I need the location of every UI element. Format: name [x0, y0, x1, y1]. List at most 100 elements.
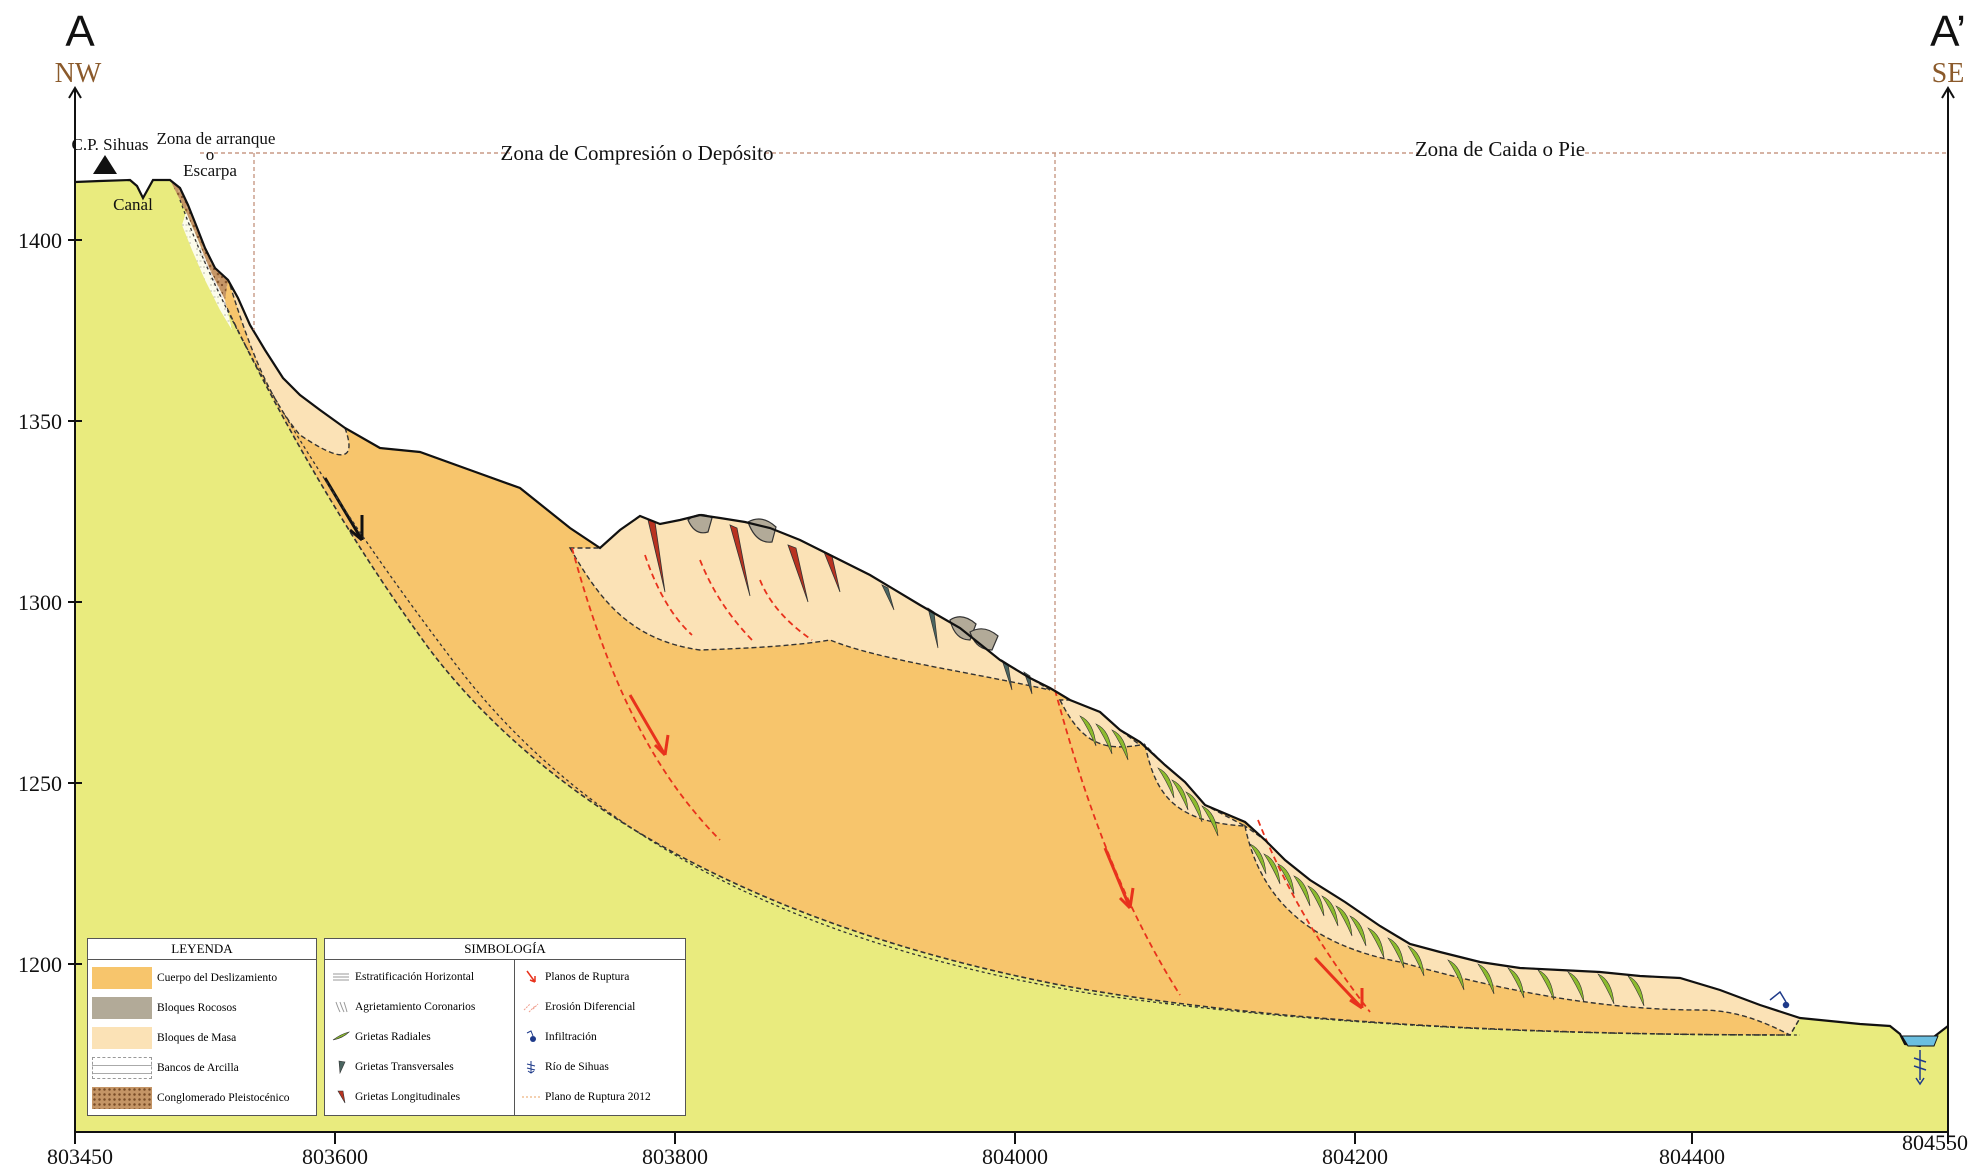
rupture-2012-line — [179, 199, 1801, 1036]
radial-crack-mark — [1079, 715, 1097, 747]
town-label: C.P. Sihuas — [72, 135, 149, 154]
horizontal-strata-icon — [331, 970, 355, 984]
symbology-item-label: Estratificación Horizontal — [355, 971, 475, 983]
legend-item-label: Bloques de Masa — [157, 1032, 237, 1044]
radial-cracks — [1079, 715, 1645, 1007]
symbology-item: Erosión Diferencial — [521, 992, 681, 1022]
symbology-item: Río de Sihuas — [521, 1052, 681, 1082]
symbology-item: Estratificación Horizontal — [331, 962, 510, 992]
radial-crack-mark — [1249, 843, 1267, 875]
radial-crack-mark — [1157, 767, 1175, 799]
ground-surface — [74, 178, 1949, 1048]
symbology-item-label: Agrietamiento Coronarios — [355, 1001, 476, 1013]
x-tick-label: 804550 — [1902, 1130, 1968, 1155]
x-tick-label: 803450 — [47, 1144, 113, 1169]
symbology-item-label: Grietas Transversales — [355, 1061, 454, 1073]
radial-crack-mark — [1447, 959, 1465, 991]
legend-swatch — [92, 967, 152, 989]
mass-block-crest — [568, 514, 1051, 691]
scarp-conglomerate — [170, 180, 228, 300]
direction-se: SE — [1932, 58, 1965, 89]
symbology-item: Infiltración — [521, 1022, 681, 1052]
symbology-item-label: Infiltración — [545, 1031, 597, 1043]
legend-item: Conglomerado Pleistocénico — [92, 1083, 312, 1113]
y-tick-label: 1300 — [18, 590, 62, 615]
legend-swatch — [92, 1057, 152, 1079]
radial-crack-mark — [1095, 723, 1113, 755]
radial-crack-mark — [1201, 805, 1219, 837]
direction-nw: NW — [55, 58, 102, 89]
symbology-item: Grietas Longitudinales — [331, 1082, 510, 1112]
radial-crack-mark — [1335, 905, 1353, 937]
symbology-item-label: Plano de Ruptura 2012 — [545, 1091, 651, 1103]
rupture-planes — [571, 547, 1371, 1013]
river-water — [1901, 1035, 1939, 1047]
crown-cracks-icon — [331, 1000, 355, 1014]
radial-crack-mark — [1367, 927, 1385, 959]
y-tick-label: 1200 — [18, 952, 62, 977]
legend-item: Cuerpo del Deslizamiento — [92, 963, 312, 993]
legend-item-label: Bloques Rocosos — [157, 1002, 237, 1014]
x-tick-label: 804400 — [1659, 1144, 1725, 1169]
river-icon — [1913, 1050, 1927, 1086]
rupture-arrows — [628, 694, 1364, 1010]
radial-crack-mark — [1349, 915, 1367, 947]
legend-item: Bancos de Arcilla — [92, 1053, 312, 1083]
town-marker-icon — [93, 155, 117, 174]
transverse-crack-icon — [331, 1060, 355, 1074]
x-tick-label: 803800 — [642, 1144, 708, 1169]
infiltration-icon — [521, 1030, 545, 1044]
infiltration-icon — [1769, 990, 1790, 1009]
rupture-2012-icon — [521, 1090, 545, 1104]
symbology-item: Agrietamiento Coronarios — [331, 992, 510, 1022]
legend-item-label: Cuerpo del Deslizamiento — [157, 972, 278, 984]
radial-crack-icon — [331, 1030, 355, 1044]
legend-item-label: Conglomerado Pleistocénico — [157, 1092, 290, 1104]
symbology-title: SIMBOLOGÍA — [325, 939, 685, 960]
symbology-item-label: Erosión Diferencial — [545, 1001, 636, 1013]
radial-crack-mark — [1307, 885, 1325, 917]
legend-swatch — [92, 997, 152, 1019]
radial-crack-mark — [1263, 853, 1281, 885]
scarp-clay-banks — [182, 212, 232, 330]
x-tick-label: 804200 — [1322, 1144, 1388, 1169]
river-icon — [521, 1060, 545, 1074]
legend-title: LEYENDA — [88, 939, 316, 960]
radial-crack-mark — [1477, 963, 1495, 995]
legend-item-label: Bancos de Arcilla — [157, 1062, 239, 1074]
scarp-label-line3: Escarpa — [183, 161, 237, 180]
symbology-item: Plano de Ruptura 2012 — [521, 1082, 681, 1112]
transverse-cracks — [881, 584, 1033, 695]
legend-item: Bloques Rocosos — [92, 993, 312, 1023]
y-tick-label: 1350 — [18, 409, 62, 434]
compression-zone-label: Zona de Compresión o Depósito — [501, 141, 774, 165]
bedrock-area — [75, 180, 1948, 1132]
radial-crack-mark — [1597, 973, 1615, 1005]
symbology-item-label: Planos de Ruptura — [545, 971, 630, 983]
radial-crack-mark — [1321, 895, 1339, 927]
radial-crack-mark — [1293, 875, 1311, 907]
radial-crack-mark — [1387, 937, 1405, 969]
longitudinal-cracks — [647, 519, 841, 603]
radial-crack-mark — [1171, 779, 1189, 811]
radial-crack-mark — [1407, 945, 1425, 977]
differential-erosion-icon — [521, 1000, 545, 1014]
legend-item: Bloques de Masa — [92, 1023, 312, 1053]
radial-crack-mark — [1507, 967, 1525, 999]
x-tick-label: 804000 — [982, 1144, 1048, 1169]
radial-crack-mark — [1111, 729, 1129, 761]
symbology-item-label: Grietas Longitudinales — [355, 1091, 461, 1103]
mass-block-upper — [229, 284, 350, 456]
section-start-label: A — [65, 7, 95, 56]
section-end-label: A’ — [1930, 7, 1966, 56]
rupture-plane-icon — [521, 970, 545, 984]
radial-crack-mark — [1185, 791, 1203, 823]
axes — [68, 86, 1955, 1133]
radial-crack-mark — [1277, 863, 1295, 895]
y-tick-label: 1400 — [18, 228, 62, 253]
